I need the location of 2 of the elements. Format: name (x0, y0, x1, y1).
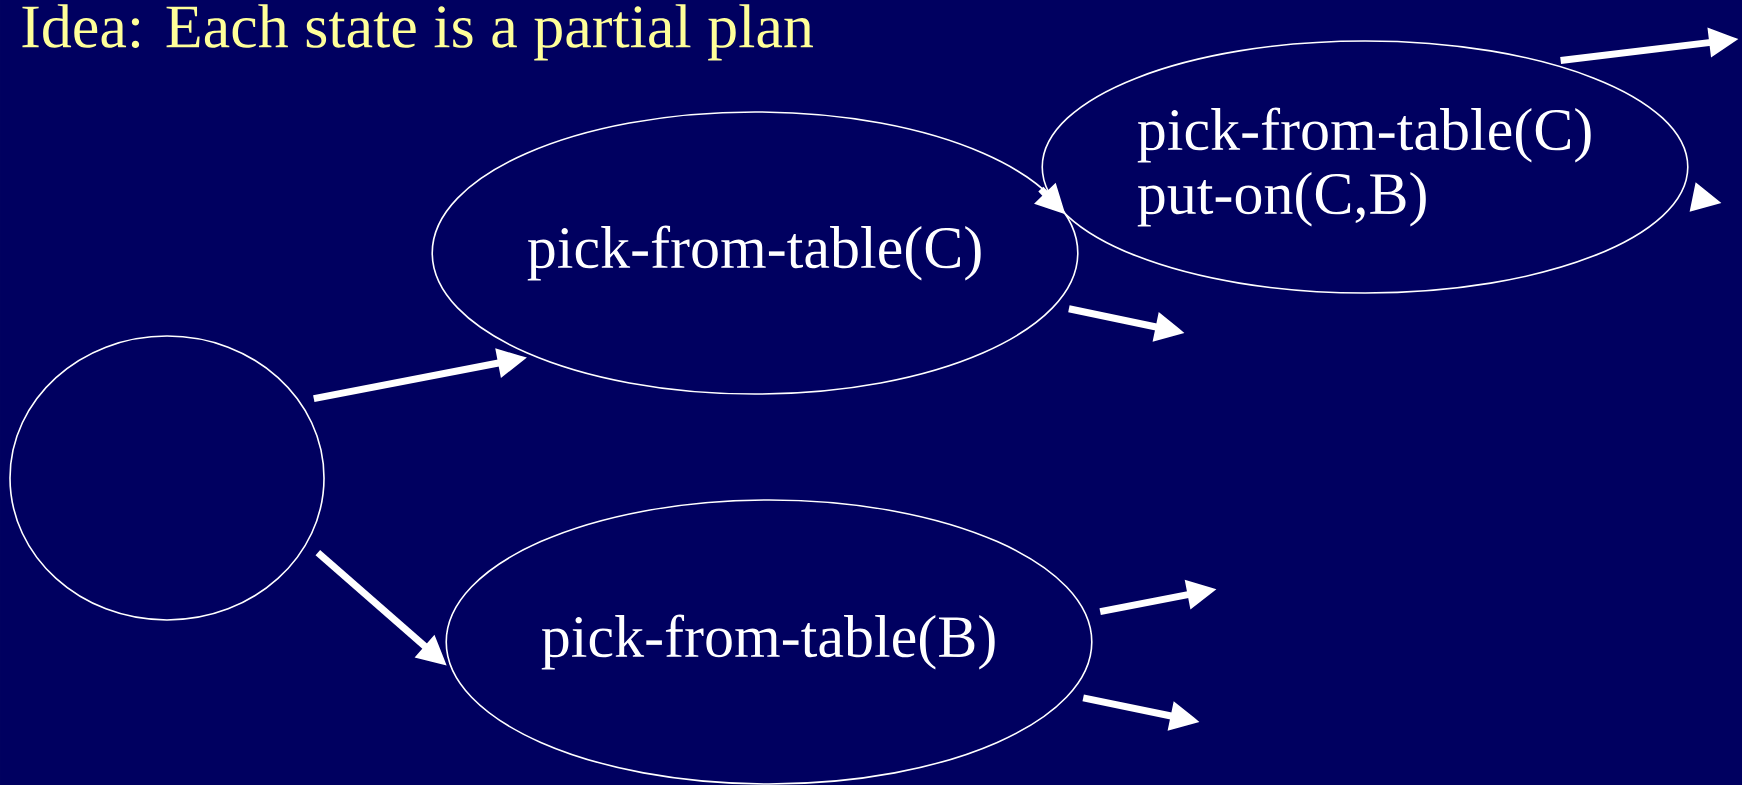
empty-state-ellipse (9, 335, 325, 621)
slide-title: Idea: Each state is a partial plan (22, 4, 813, 61)
